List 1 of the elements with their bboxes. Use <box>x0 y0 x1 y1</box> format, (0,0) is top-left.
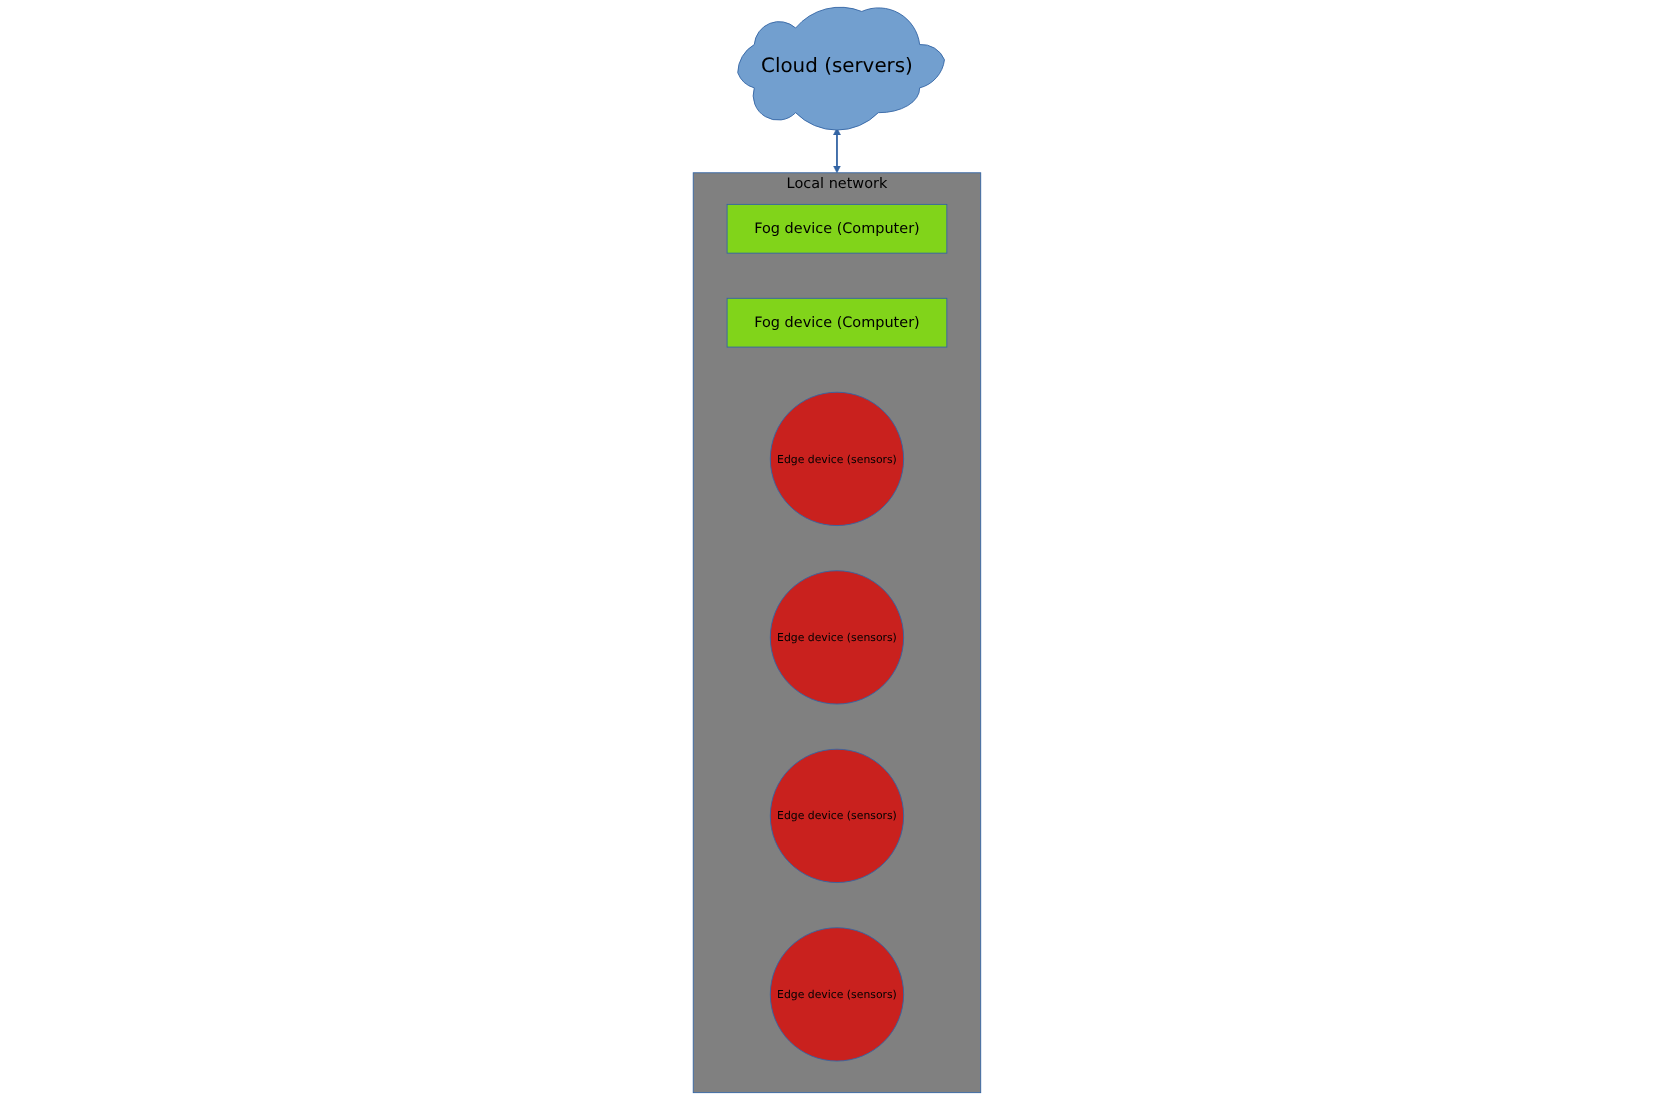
arrow <box>833 127 841 174</box>
